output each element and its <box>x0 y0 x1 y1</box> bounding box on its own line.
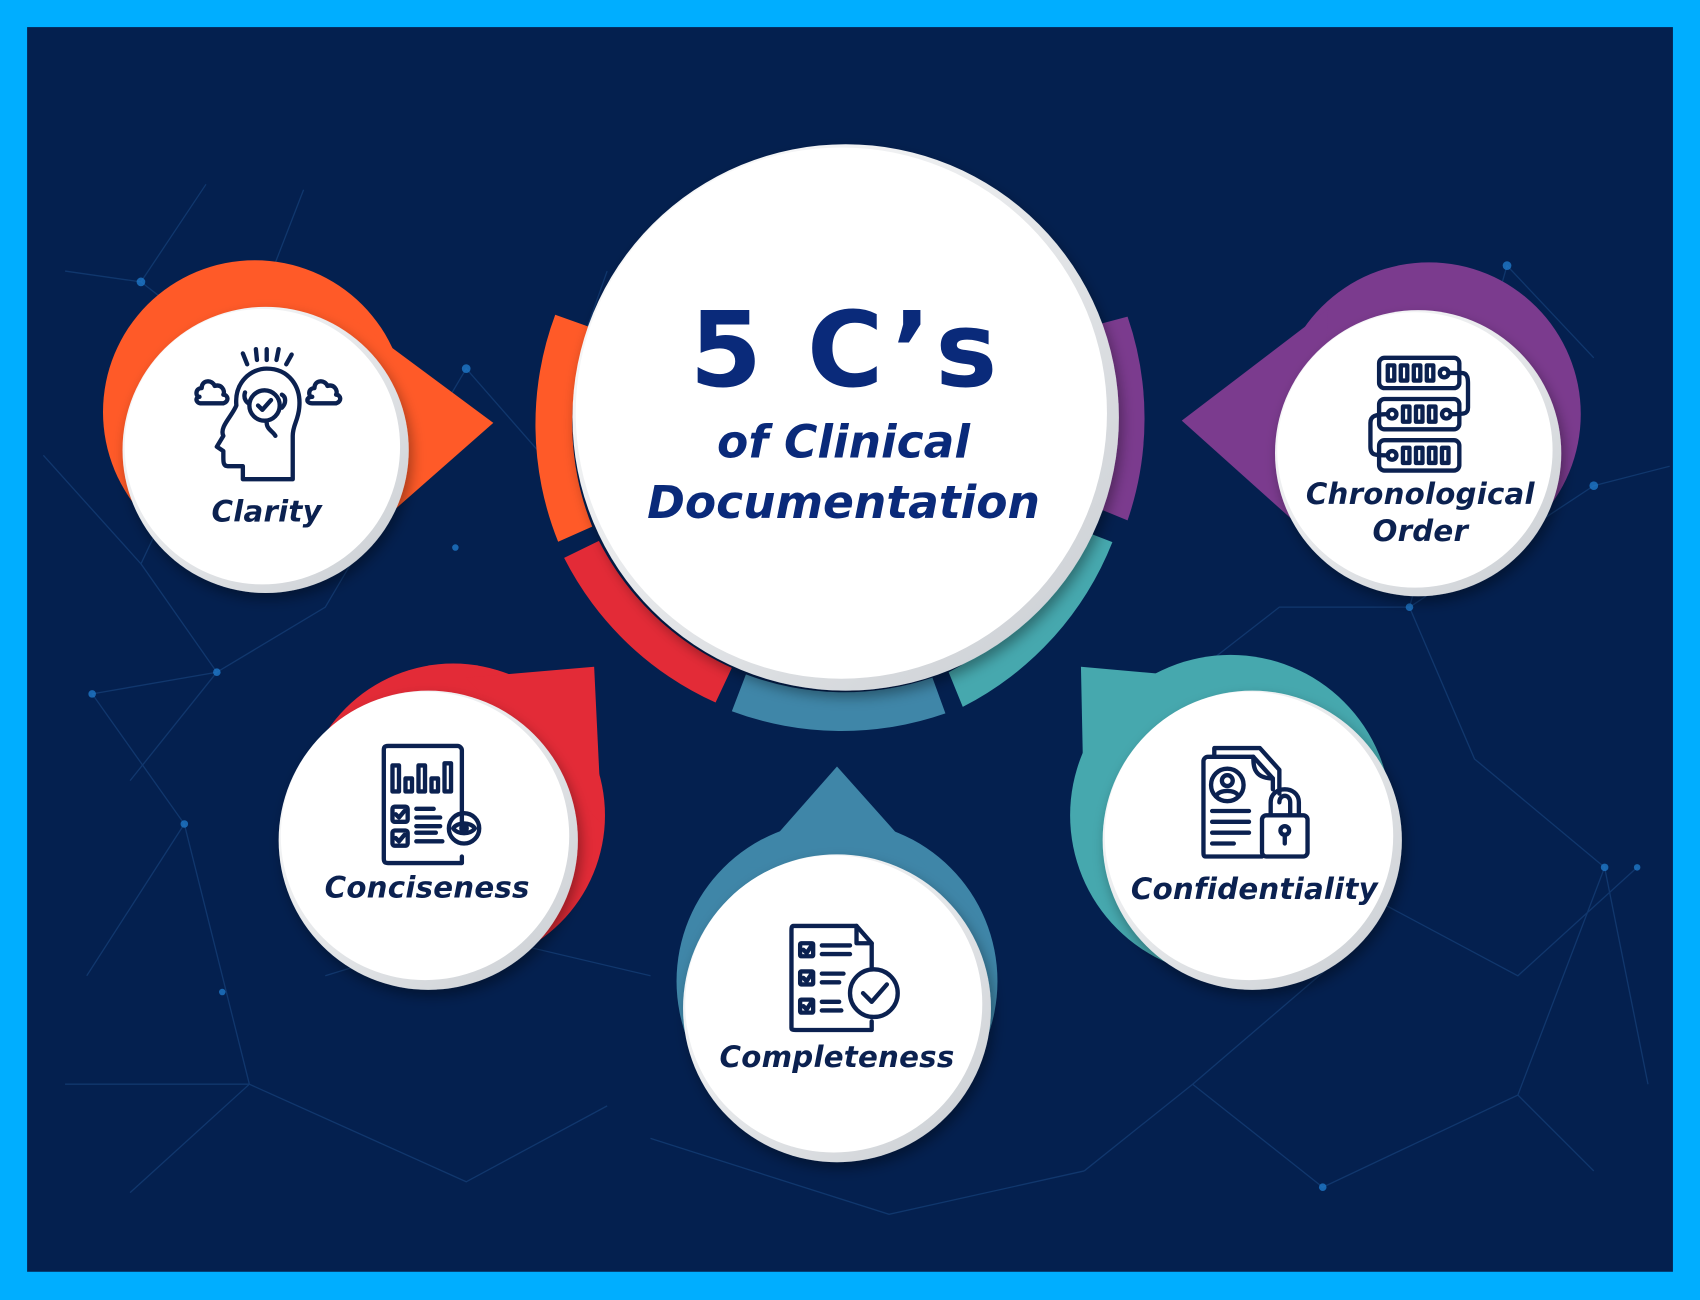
report-chart-eye-icon <box>381 743 482 866</box>
item-label-conciseness: Conciseness <box>324 871 530 906</box>
checklist-check-icon <box>789 923 900 1033</box>
server-stack-icon <box>1368 355 1471 473</box>
network-nodes <box>88 261 1641 1191</box>
title-line-1: of Clinical <box>717 415 970 469</box>
ring-segment-red <box>564 540 732 703</box>
item-label-completeness: Completeness <box>719 1040 955 1075</box>
item-label-clarity: Clarity <box>211 495 322 530</box>
title-main: 5 C’s <box>689 289 1002 411</box>
center-circle <box>572 144 1119 691</box>
ring-segment-orange <box>535 314 593 542</box>
item-label-confidentiality: Confidentiality <box>1130 872 1378 907</box>
center-ring <box>535 314 1145 732</box>
confidentiality-circle <box>1102 690 1402 990</box>
document-lock-icon <box>1201 745 1310 859</box>
clarity-circle <box>122 306 409 594</box>
title-line-2: Documentation <box>647 475 1040 530</box>
item-label-chronological-line1: Chronological <box>1305 478 1535 512</box>
head-brain-check-icon <box>194 346 343 482</box>
title-subtitle: of Clinical Documentation <box>647 412 1040 533</box>
item-label-chronological-order: Chronological Order <box>1306 477 1535 551</box>
ring-segment-blue <box>731 674 946 732</box>
item-label-chronological-line2: Order <box>1372 514 1469 549</box>
